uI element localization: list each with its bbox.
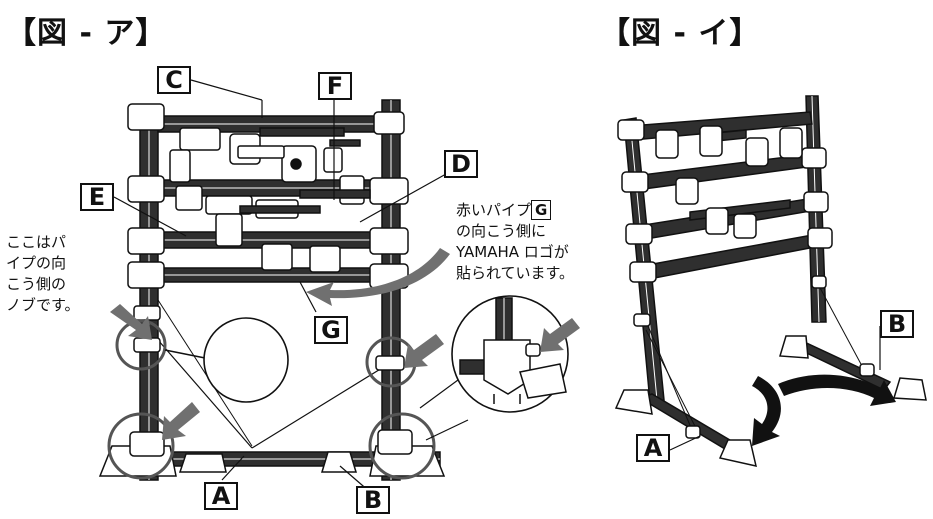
figure-a-title: 【図 - ア】 (6, 16, 167, 51)
center-foot-right (320, 451, 358, 473)
note-knob-line-4: ノブです。 (6, 296, 80, 314)
label-e: E (80, 183, 114, 211)
label-g: G (314, 316, 348, 344)
label-c: C (157, 66, 191, 94)
arrow-right-middle (404, 334, 444, 368)
rotation-arrows (752, 374, 896, 446)
zoom-ring-left-middle (115, 319, 167, 371)
zoom-ring-left-bottom (107, 412, 175, 480)
arrow-curved-g (306, 248, 450, 306)
note-logo-line-3: YAMAHA ロゴが (456, 243, 569, 261)
note-knob-line-1: ここはパ (6, 233, 67, 251)
arrow-inset-right (540, 318, 580, 352)
note-logo-text-1: 赤いパイプ (456, 201, 532, 219)
note-logo-label-g: G (531, 200, 552, 220)
inset-detail-knob (203, 317, 289, 403)
label-b: B (356, 486, 390, 514)
label-d: D (444, 150, 478, 178)
note-knob-behind: ここはパ イプの向 こう側の ノブです。 (6, 232, 80, 316)
note-knob-line-2: イプの向 (6, 254, 67, 272)
arrow-left-bottom (162, 402, 200, 440)
arrow-left-middle (110, 304, 152, 340)
pointer-arrows (110, 248, 580, 440)
label-i-b: B (880, 310, 914, 338)
note-knob-line-3: こう側の (6, 275, 67, 293)
center-foot-left (178, 453, 227, 473)
figure-i-title: 【図 - イ】 (600, 16, 761, 51)
figure-i-drawing (614, 95, 927, 467)
note-logo-line-2: の向こう側に (456, 222, 547, 240)
label-a: A (204, 482, 238, 510)
label-i-a: A (636, 434, 670, 462)
label-f: F (318, 72, 352, 100)
zoom-ring-right-bottom (368, 412, 436, 480)
note-logo-line-4: 貼られています。 (456, 264, 575, 282)
rotation-arrow-a (752, 376, 781, 446)
rotation-arrow-b (778, 374, 896, 406)
